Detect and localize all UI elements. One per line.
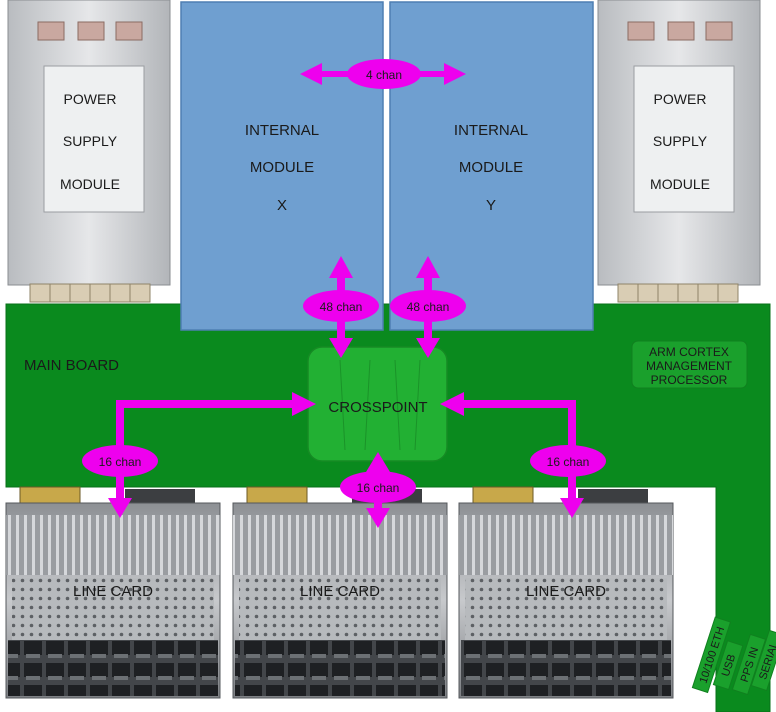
psu-left-label-line3: MODULE (60, 176, 120, 192)
label-16-chan-right-text: 16 chan (547, 455, 590, 469)
arm-cortex-processor: ARM CORTEX MANAGEMENT PROCESSOR (631, 340, 748, 389)
label-16-chan-center-text: 16 chan (357, 481, 400, 495)
psu-left-label-line1: POWER (64, 91, 117, 107)
arm-label-line2: MANAGEMENT (646, 359, 733, 373)
label-4-chan: 4 chan (347, 59, 421, 89)
label-48-chan-left: 48 chan (303, 290, 379, 322)
label-48-chan-right: 48 chan (390, 290, 466, 322)
line-card-3: LINE CARD (458, 486, 674, 699)
label-16-chan-left: 16 chan (82, 445, 158, 477)
psu-left-bottom-connectors (29, 283, 151, 303)
psu-left-label-plate (43, 65, 145, 213)
arm-label-line3: PROCESSOR (651, 373, 728, 387)
psu-left-label-line2: SUPPLY (63, 133, 118, 149)
power-supply-right: POWER SUPPLY MODULE (597, 0, 761, 303)
label-48-chan-right-text: 48 chan (407, 300, 450, 314)
psu-right-label-line3: MODULE (650, 176, 710, 192)
label-4-chan-text: 4 chan (366, 68, 402, 82)
label-16-chan-left-text: 16 chan (99, 455, 142, 469)
psu-right-label-line2: SUPPLY (653, 133, 708, 149)
psu-right-label-plate (633, 65, 735, 213)
psu-right-top-grille (627, 21, 733, 41)
power-supply-left: POWER SUPPLY MODULE (7, 0, 171, 303)
crosspoint-label: CROSSPOINT (328, 399, 427, 416)
psu-left-top-grille (37, 21, 143, 41)
label-16-chan-center: 16 chan (340, 471, 416, 503)
label-48-chan-left-text: 48 chan (320, 300, 363, 314)
line-card-3-label: LINE CARD (526, 583, 606, 600)
internal-module-x: INTERNAL MODULE X (180, 1, 384, 331)
crosspoint-chip: CROSSPOINT (307, 346, 448, 462)
line-card-1: LINE CARD (5, 486, 221, 699)
module-y-line3: Y (486, 197, 496, 214)
internal-module-y: INTERNAL MODULE Y (389, 1, 594, 331)
connector-usb: USB (712, 640, 744, 691)
module-x-line3: X (277, 197, 287, 214)
module-x-line2: MODULE (250, 159, 314, 176)
line-card-1-label: LINE CARD (73, 583, 153, 600)
arm-label-line1: ARM CORTEX (649, 345, 729, 359)
psu-right-bottom-connectors (617, 283, 739, 303)
module-y-line2: MODULE (459, 159, 523, 176)
main-board-label: MAIN BOARD (24, 357, 119, 374)
module-x-line1: INTERNAL (245, 122, 319, 139)
module-y-line1: INTERNAL (454, 122, 528, 139)
psu-right-label-line1: POWER (654, 91, 707, 107)
line-card-2: LINE CARD (232, 486, 448, 699)
line-card-2-label: LINE CARD (300, 583, 380, 600)
crosspoint-traces (339, 359, 421, 451)
label-16-chan-right: 16 chan (530, 445, 606, 477)
